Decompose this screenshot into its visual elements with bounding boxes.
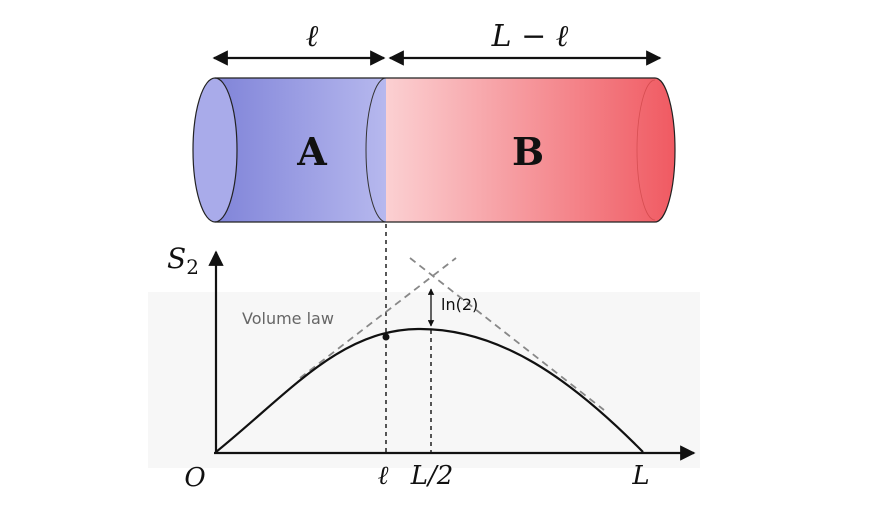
volume-law-line-left	[299, 257, 457, 379]
x-tick-l: ℓ	[378, 461, 389, 491]
right-end-curve	[654, 77, 676, 223]
left-end-cap	[192, 77, 238, 223]
volume-law-line-right	[409, 257, 605, 411]
region-a-body	[195, 78, 386, 222]
left-width-label: ℓ	[306, 19, 319, 54]
y-axis-label: S2	[167, 242, 199, 279]
volume-law-label: Volume law	[242, 309, 334, 328]
gap-label: ln(2)	[441, 295, 478, 314]
right-width-label: L − ℓ	[491, 19, 569, 54]
region-b-label: B	[512, 129, 544, 174]
dimension-arrows: ℓ L − ℓ	[212, 19, 662, 66]
origin-label: O	[184, 463, 205, 493]
right-inner-curve	[636, 79, 656, 221]
cylinder: A B	[192, 77, 676, 223]
plot: ln(2) Volume law S2 O ℓ L/2 L	[167, 224, 696, 493]
entropy-curve	[215, 327, 644, 453]
region-a-label: A	[296, 129, 327, 174]
x-tick-end: L	[631, 461, 649, 491]
region-b-body	[386, 78, 675, 222]
interface-curve	[365, 77, 387, 223]
plot-background	[148, 292, 700, 468]
x-tick-half: L/2	[410, 461, 454, 491]
curve-point-at-l	[382, 333, 390, 341]
